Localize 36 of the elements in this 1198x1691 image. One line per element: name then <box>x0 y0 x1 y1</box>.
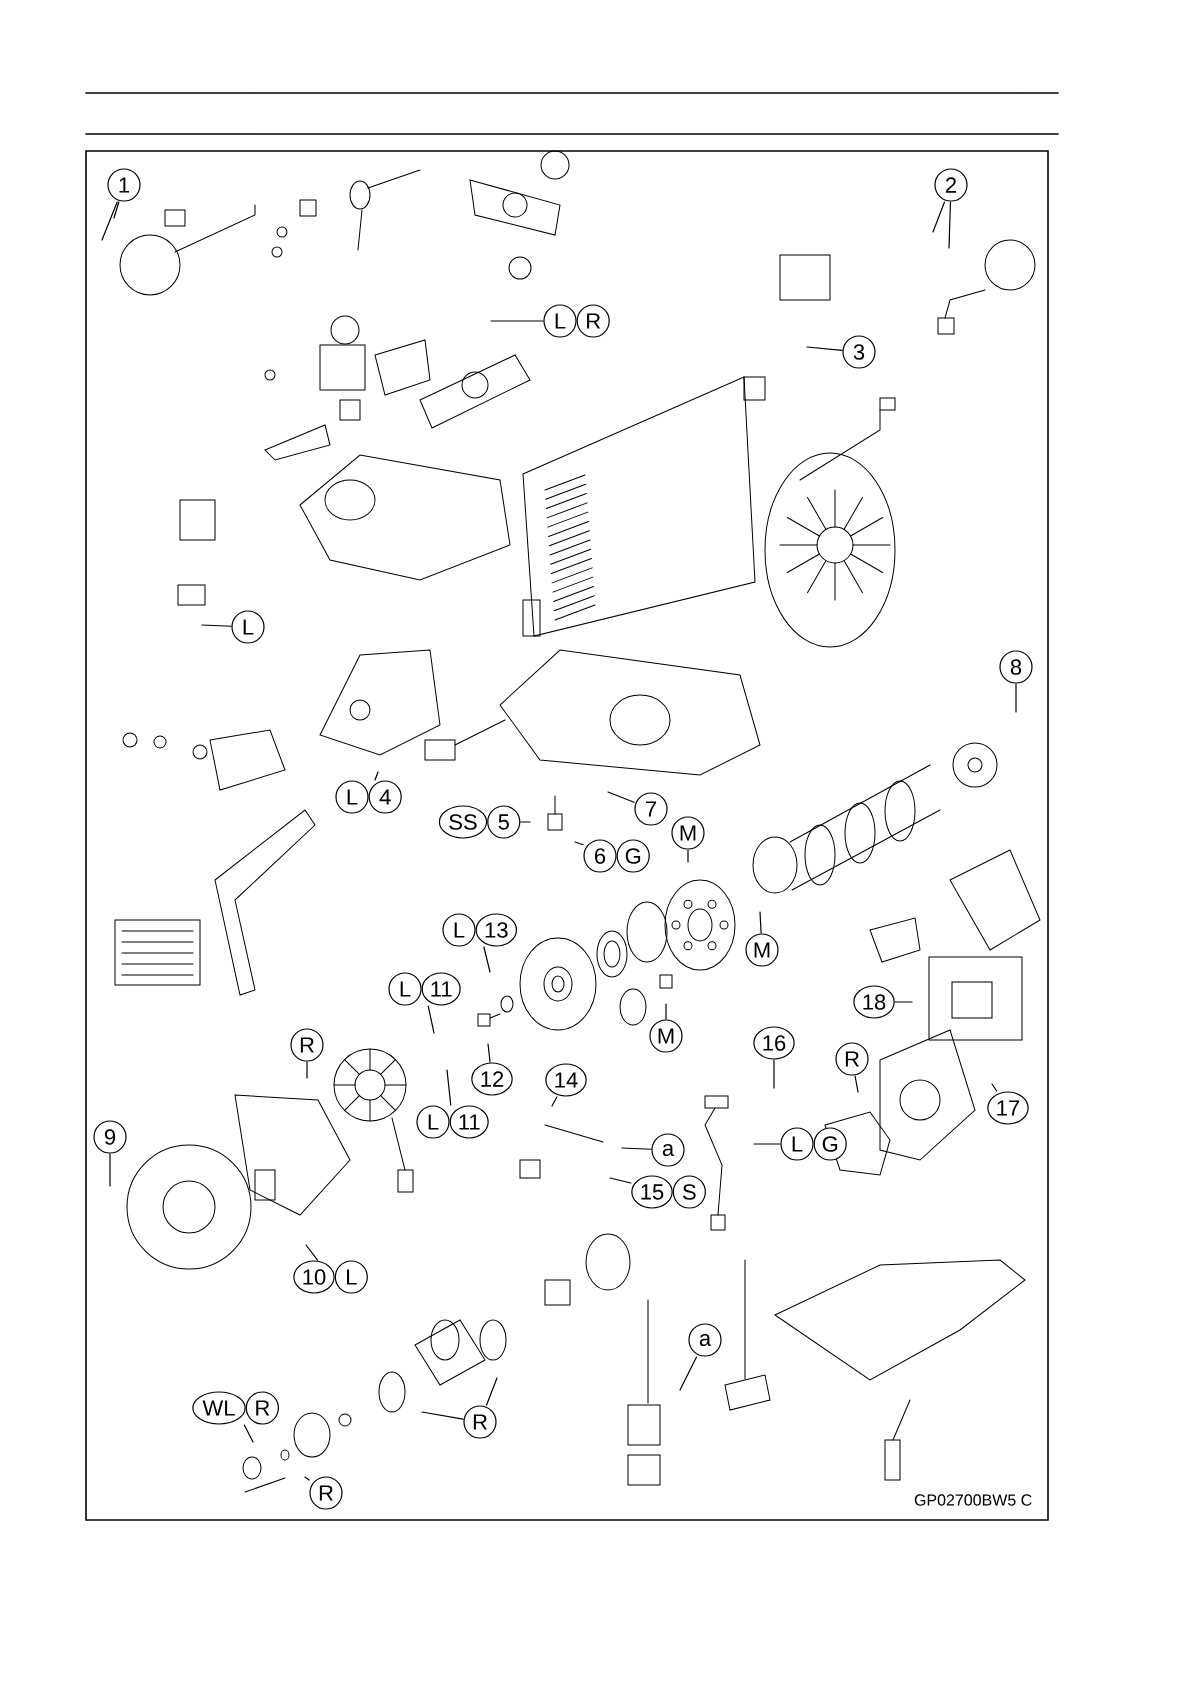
leader-line <box>687 849 689 863</box>
leader-line <box>894 1001 913 1003</box>
leader-line <box>574 841 584 846</box>
leader-line <box>621 1147 652 1150</box>
leader-line <box>948 201 952 249</box>
leader-line <box>306 1061 308 1079</box>
leader-line <box>374 771 379 781</box>
leader-line <box>607 791 635 803</box>
leader-line <box>427 1005 435 1034</box>
leader-line <box>304 1476 310 1481</box>
drawing-code: GP02700BW5 C <box>914 1494 1032 1506</box>
leader-line <box>991 1083 998 1092</box>
leader-line <box>753 1143 781 1145</box>
leader-line <box>806 346 843 351</box>
leader-line <box>932 201 946 233</box>
leader-line <box>109 1153 111 1187</box>
leader-line <box>485 1377 498 1406</box>
leader-line <box>446 1069 452 1106</box>
leader-line <box>609 1177 632 1184</box>
leader-line <box>483 946 491 973</box>
leader-line <box>1015 683 1017 713</box>
leader-line <box>773 1059 775 1089</box>
leader-line <box>759 911 762 934</box>
leader-line <box>665 1003 667 1020</box>
leader-line <box>520 821 531 823</box>
leader-line <box>490 320 544 322</box>
leader-line <box>101 201 118 241</box>
leader-line <box>113 201 120 219</box>
leader-line <box>305 1244 319 1261</box>
leader-line <box>487 1043 491 1063</box>
leader-line <box>679 1356 698 1391</box>
leader-line <box>201 624 232 627</box>
leader-line <box>243 1424 254 1443</box>
leader-line <box>421 1411 464 1420</box>
leader-line <box>854 1075 859 1093</box>
leader-line <box>551 1096 558 1107</box>
